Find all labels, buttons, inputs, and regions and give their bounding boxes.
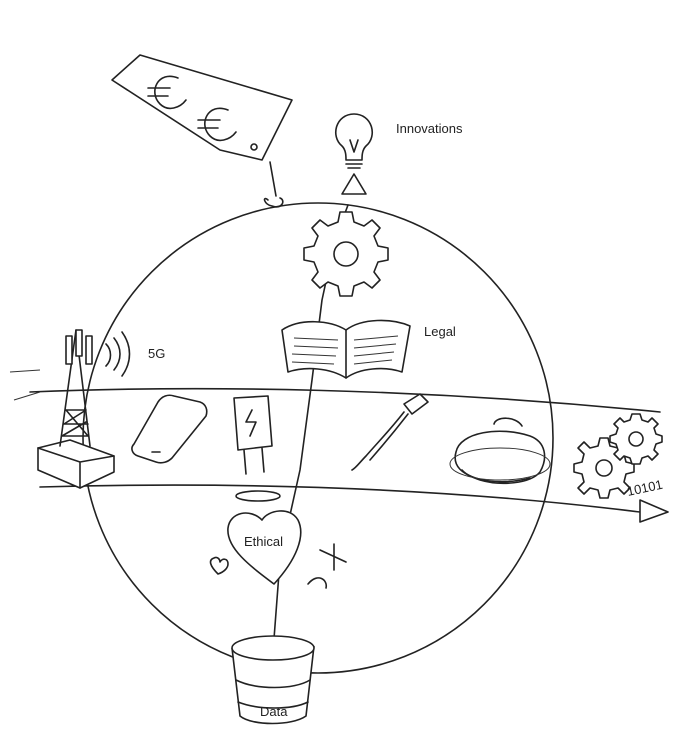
gear-icon (304, 212, 388, 296)
price-tag-icon (112, 55, 292, 207)
fiveg-label: 5G (148, 346, 165, 361)
ethical-label: Ethical (244, 534, 283, 549)
vr-headset-icon (450, 418, 550, 483)
data-label: Data (260, 704, 288, 719)
small-heart-icon (211, 557, 228, 574)
halo-icon (236, 491, 280, 501)
power-adapter-icon (234, 396, 272, 474)
open-book-icon (282, 320, 410, 378)
innovations-label: Innovations (396, 121, 463, 136)
lightbulb-icon (336, 114, 372, 168)
cable-icon (352, 394, 428, 470)
smartphone-icon (132, 395, 207, 463)
legal-label: Legal (424, 324, 456, 339)
arrow-up-icon (342, 174, 366, 194)
cross-icon (308, 544, 346, 588)
binary-label: 10101 (626, 477, 664, 499)
technology-band (30, 389, 660, 512)
arrow-right-icon (640, 500, 668, 522)
cell-tower-icon (10, 330, 130, 488)
